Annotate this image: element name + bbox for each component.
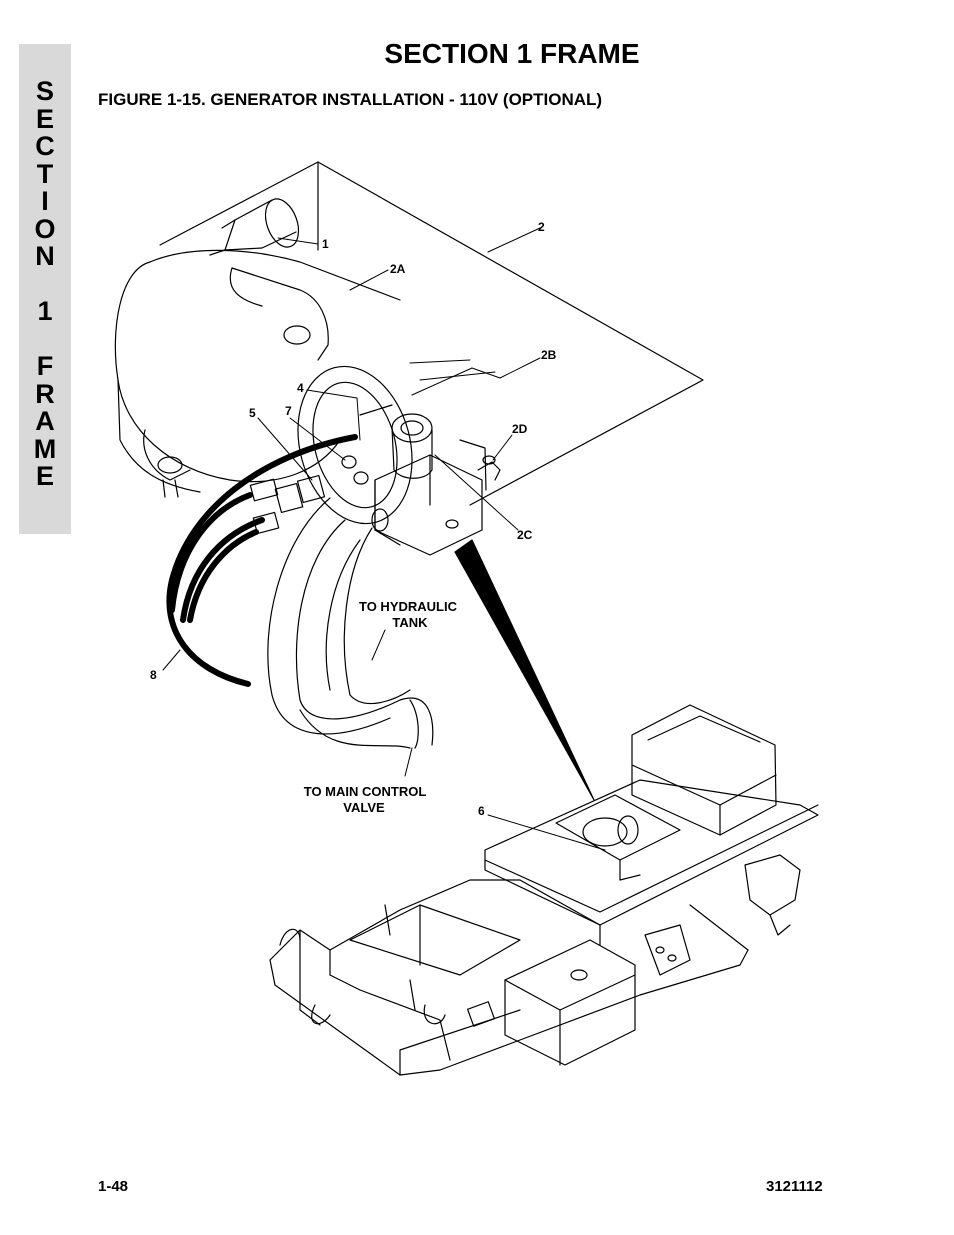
top-cylinder-component [209,198,300,256]
side-tab-letter: M [33,433,57,464]
note-main-control-line1: TO MAIN CONTROL [304,784,427,799]
callout-2a: 2A [390,262,406,276]
side-tab-letter: A [35,406,55,436]
side-tab-letter: E [35,461,54,491]
section-side-tab: S E C T I O N 1 F R A M E [19,44,71,534]
callout-7: 7 [285,404,292,418]
callout-2d: 2D [512,422,528,436]
note-main-control-line2: VALVE [343,800,385,815]
mounting-plate-outline [159,161,704,506]
side-tab-letter: R [35,378,55,409]
side-tab-letters: S E C T I O N 1 F R A M E [19,76,71,491]
callout-2: 2 [538,220,545,234]
fittings [249,455,369,535]
hydraulic-hoses [267,497,434,749]
callout-8: 8 [150,668,157,682]
side-tab-letter: 1 [37,296,53,326]
callout-2b: 2B [541,348,557,362]
machine-frame [269,704,819,1076]
side-tab-letter: E [35,103,54,134]
detail-pointer-arrow [454,539,595,801]
side-tab-letter: S [35,76,54,106]
side-tab-letter: I [41,186,49,216]
generator-motor [114,249,413,525]
callout-4: 4 [297,381,304,395]
callout-6: 6 [478,804,485,818]
callout-2c: 2C [517,528,533,542]
leader-lines [162,227,606,851]
side-tab-letter: N [35,241,55,271]
side-tab-letter: C [35,131,55,161]
valve-block [359,404,501,556]
page-number: 1-48 [98,1178,129,1195]
callout-1: 1 [322,237,329,251]
section-title: SECTION 1 FRAME [384,38,640,69]
figure-title: FIGURE 1-15. GENERATOR INSTALLATION - 11… [98,90,603,109]
side-tab-letter: O [34,213,56,244]
electrical-cables [166,434,358,687]
note-hydraulic-tank-line1: TO HYDRAULIC [359,599,458,614]
side-tab-letter: T [36,158,54,189]
side-tab-letter: F [36,351,54,381]
callout-5: 5 [249,406,256,420]
note-hydraulic-tank-line2: TANK [392,615,428,630]
document-number: 3121112 [766,1178,823,1195]
